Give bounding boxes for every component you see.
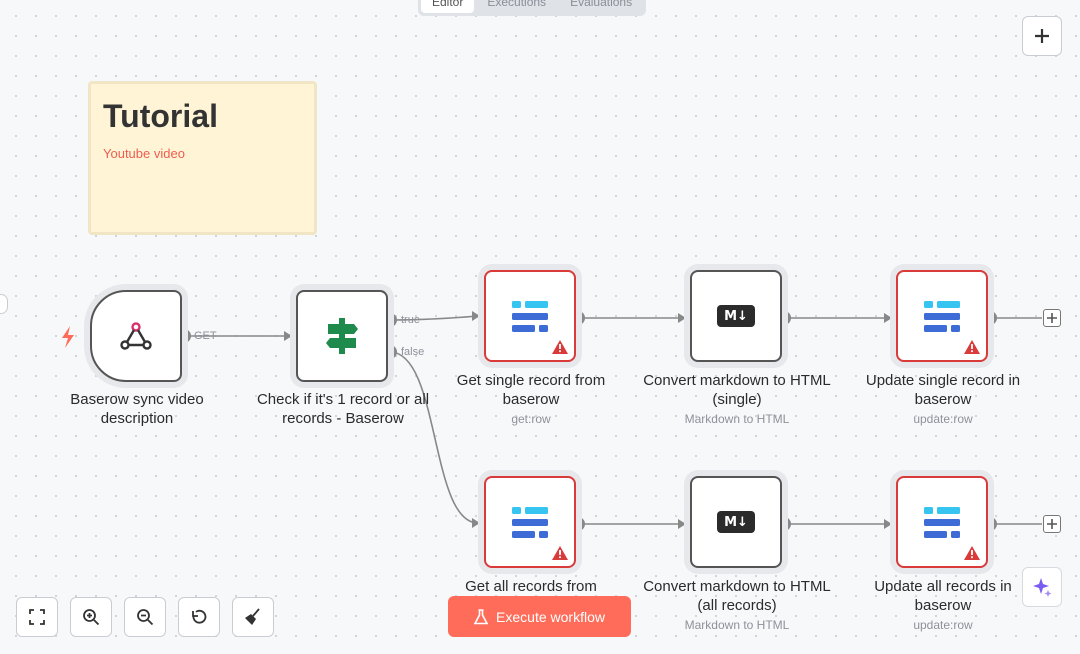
edge-label-true: true: [401, 314, 420, 326]
execute-workflow-label: Execute workflow: [496, 608, 605, 625]
node-get-single-record[interactable]: [484, 270, 576, 362]
sticky-note[interactable]: Tutorial Youtube video: [88, 81, 317, 235]
node-if[interactable]: [296, 290, 388, 382]
node-sub-get-single: get:row: [511, 412, 551, 426]
node-sub-convert-all: Markdown to HTML: [684, 618, 790, 632]
plus-icon: [1047, 519, 1057, 529]
markdown-icon: M↓: [717, 305, 755, 327]
node-convert-all[interactable]: M↓: [690, 476, 782, 568]
flask-icon: [474, 608, 489, 624]
node-label-convert-single: Convert markdown to HTML (single): [643, 372, 831, 408]
baserow-icon: [924, 507, 960, 538]
zoom-in-button[interactable]: [70, 597, 112, 637]
tab-editor[interactable]: Editor: [421, 0, 475, 13]
add-after-update-all-button[interactable]: [1043, 515, 1061, 533]
edge-if-false: [389, 351, 479, 524]
markdown-icon: M↓: [717, 511, 755, 533]
ai-assistant-button[interactable]: [1022, 567, 1062, 607]
input-handles: [292, 310, 898, 532]
node-sub-convert-single: Markdown to HTML: [684, 412, 790, 426]
node-update-single-record[interactable]: [896, 270, 988, 362]
plus-icon: [1047, 313, 1057, 323]
node-label-get-single: Get single record from baserow: [456, 372, 606, 408]
fit-view-button[interactable]: [16, 597, 58, 637]
trigger-bolt-icon: [62, 326, 74, 348]
edge-label-false: false: [401, 346, 425, 358]
if-signpost-icon: [326, 318, 358, 354]
baserow-icon: [512, 301, 548, 332]
tidy-up-button[interactable]: [232, 597, 274, 637]
node-sub-update-single: update:row: [913, 412, 973, 426]
warning-icon[interactable]: [552, 546, 568, 560]
add-node-button[interactable]: [1022, 16, 1062, 56]
warning-icon[interactable]: [964, 546, 980, 560]
warning-icon[interactable]: [964, 340, 980, 354]
add-after-update-single-button[interactable]: [1043, 309, 1061, 327]
baserow-icon: [924, 301, 960, 332]
zoom-out-button[interactable]: [124, 597, 166, 637]
reset-zoom-button[interactable]: [178, 597, 220, 637]
warning-icon[interactable]: [552, 340, 568, 354]
tab-executions[interactable]: Executions: [487, 0, 547, 9]
baserow-icon: [512, 507, 548, 538]
webhook-icon: [120, 322, 152, 350]
node-label-get-all: Get all records from: [465, 578, 597, 595]
node-webhook-trigger[interactable]: [90, 290, 182, 382]
node-get-all-records[interactable]: [484, 476, 576, 568]
sticky-title: Tutorial: [103, 98, 218, 134]
node-label-if: Check if it's 1 record or all records - …: [256, 391, 430, 427]
execute-workflow-button[interactable]: Execute workflow: [448, 596, 631, 637]
zoom-out-icon: [137, 609, 154, 626]
node-sub-update-all: update:row: [913, 618, 973, 632]
tab-evaluations[interactable]: Evaluations: [570, 0, 633, 9]
node-convert-single[interactable]: M↓: [690, 270, 782, 362]
node-label-convert-all: Convert markdown to HTML (all records): [643, 578, 831, 614]
node-label-update-all: Update all records in baserow: [874, 578, 1012, 614]
node-label-trigger: Baserow sync video description: [70, 391, 204, 427]
plus-icon: [1035, 29, 1049, 43]
broom-icon: [245, 608, 260, 625]
edge-if-true: [389, 315, 479, 321]
edge-label-get: GET: [194, 330, 217, 342]
sparkle-icon: [1033, 578, 1052, 597]
node-label-update-single: Update single record in baserow: [865, 372, 1021, 408]
view-tabs: Editor Executions Evaluations: [418, 0, 647, 16]
zoom-in-icon: [83, 609, 100, 626]
fit-view-icon: [29, 609, 45, 625]
node-update-all-records[interactable]: [896, 476, 988, 568]
youtube-link[interactable]: Youtube video: [103, 146, 185, 161]
undo-icon: [192, 609, 207, 624]
